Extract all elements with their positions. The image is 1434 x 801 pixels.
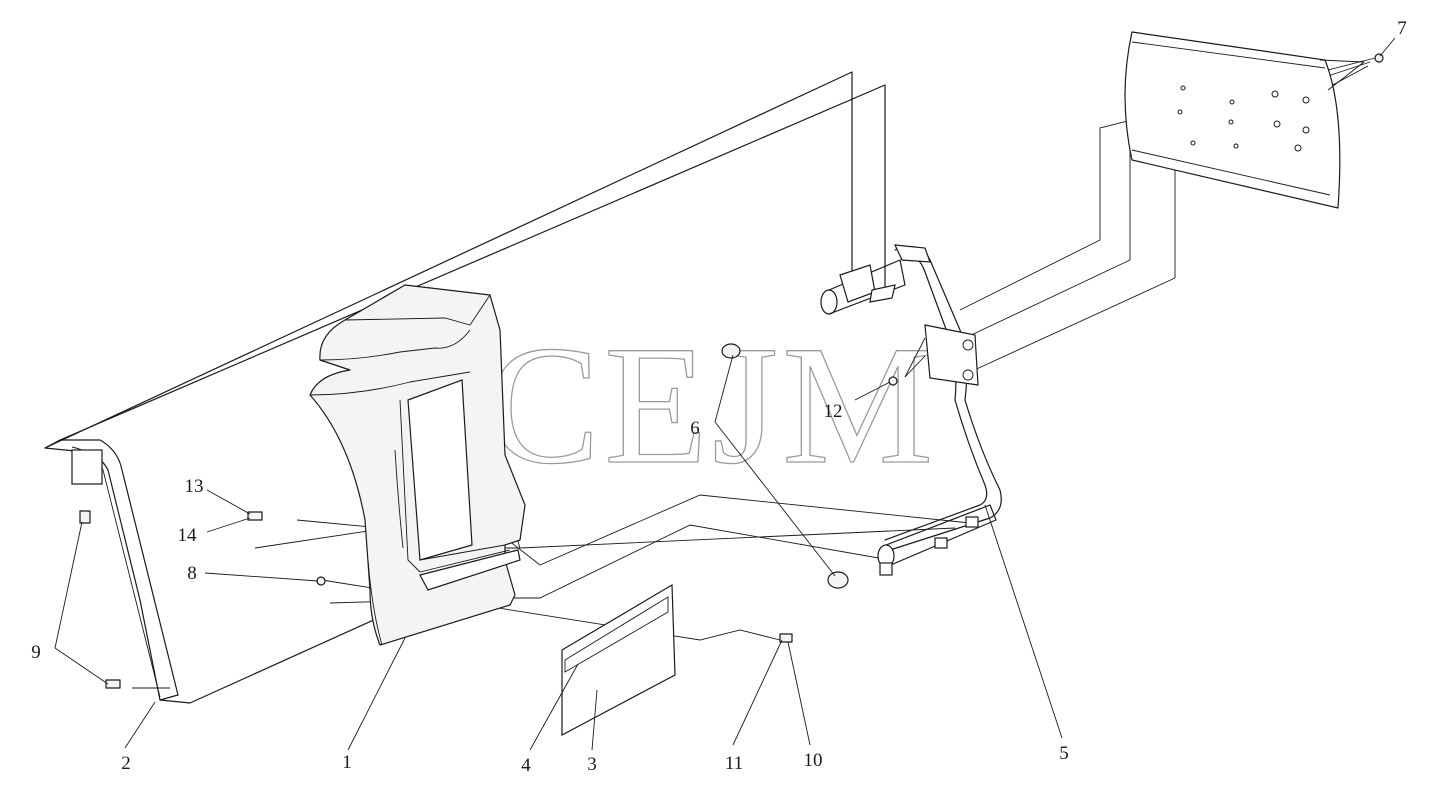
leader-lines xyxy=(54,37,1396,751)
callout-labels: 1 2 3 4 5 6 7 8 9 10 11 12 13 14 xyxy=(31,18,1407,776)
callout-13: 13 xyxy=(185,476,204,497)
mud-flap-part xyxy=(561,583,676,736)
callout-4: 4 xyxy=(521,755,531,776)
callout-10: 10 xyxy=(804,750,823,771)
callout-14: 14 xyxy=(178,525,198,546)
support-tube-bracket xyxy=(820,244,1002,576)
cap-upper xyxy=(721,343,741,359)
callout-5: 5 xyxy=(1059,743,1069,764)
bolt-9-lower xyxy=(105,679,121,689)
nut-7 xyxy=(1374,53,1384,63)
main-fender-part xyxy=(309,284,526,646)
upper-right-bracket-plate xyxy=(1124,31,1341,209)
watermark-text: CEJM xyxy=(487,311,938,499)
callout-6: 6 xyxy=(690,418,700,439)
callout-12: 12 xyxy=(824,401,843,422)
bolt-9-upper xyxy=(79,510,91,524)
bolt-10 xyxy=(779,633,793,643)
callout-2: 2 xyxy=(121,753,131,774)
nut-12 xyxy=(888,376,898,386)
washer-13 xyxy=(247,511,263,521)
callout-1: 1 xyxy=(342,752,352,773)
callout-3: 3 xyxy=(587,754,597,775)
nut-8 xyxy=(316,576,326,586)
callout-7: 7 xyxy=(1397,18,1407,39)
fasteners xyxy=(79,53,1384,689)
rear-body-panel xyxy=(44,71,886,704)
callout-11: 11 xyxy=(725,753,743,774)
callout-8: 8 xyxy=(187,563,197,584)
callout-9: 9 xyxy=(31,642,41,663)
cap-lower xyxy=(827,571,849,589)
